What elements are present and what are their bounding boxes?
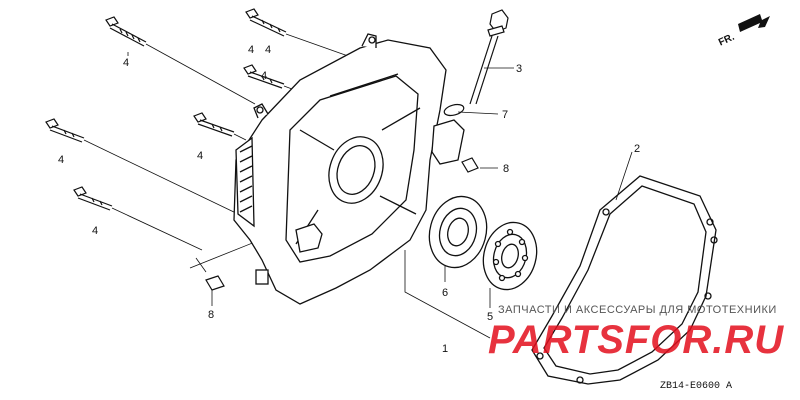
case-cover-gasket (531, 175, 718, 385)
callout-bolt-e: 4 (58, 154, 64, 166)
callout-labels: 4 4 4 4 4 4 4 3 7 8 8 2 6 5 1 (58, 44, 640, 355)
callout-bolt-g: 4 (261, 70, 267, 82)
ball-bearing (482, 221, 538, 291)
callout-pin-lower: 8 (208, 309, 214, 321)
pin-leader (195, 257, 213, 306)
dowel-pin-icon (205, 157, 479, 291)
oil-level-gauge (469, 9, 509, 105)
oil-seal (428, 195, 488, 269)
callout-bolt-c: 4 (265, 44, 271, 56)
diagram-code: ZB14-E0600 A (660, 381, 733, 392)
callout-bolt-b: 4 (248, 44, 254, 56)
callout-gauge-oring: 7 (502, 109, 508, 121)
callout-case-cover: 1 (442, 343, 448, 355)
callout-pin-upper: 8 (503, 163, 509, 175)
callout-gasket: 2 (634, 143, 640, 155)
watermark-caption: ЗАПЧАСТИ И АКСЕССУАРЫ ДЛЯ МОТОТЕХНИКИ (498, 304, 777, 316)
front-direction-label: FR. (717, 32, 736, 49)
gauge-o-ring (443, 103, 465, 117)
bolt-icon (45, 8, 287, 211)
callout-bolt-f: 4 (92, 225, 98, 237)
front-direction-arrow: FR. (717, 14, 770, 49)
watermark-logo: PARTSFOR.RU (488, 318, 785, 362)
crankcase-cover (233, 33, 465, 305)
callout-bolt-a: 4 (123, 57, 129, 69)
callout-bolt-d: 4 (197, 150, 203, 162)
callout-oil-gauge: 3 (516, 63, 522, 75)
callout-oil-seal: 6 (442, 287, 448, 299)
callout-bearing: 5 (487, 311, 493, 323)
